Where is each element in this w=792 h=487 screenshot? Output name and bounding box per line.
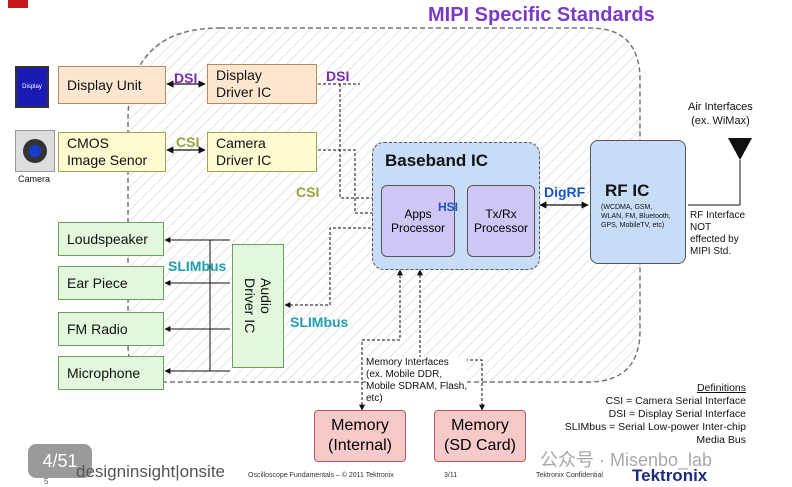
definition-line: SLIMbus = Serial Low-power Inter-chip	[564, 421, 746, 433]
mem-link-1	[359, 269, 403, 411]
slimbus-label-right: SLIMbus	[290, 314, 349, 330]
audio-driver-block: Audio Driver IC	[232, 244, 284, 368]
course-text: Oscilloscope Fundamentals – © 2011 Tektr…	[248, 472, 394, 479]
watermark-text: 公众号 · Misenbo_lab	[540, 450, 713, 470]
dsi-link-3	[339, 84, 379, 201]
memory-interfaces-note: Memory Interfaces (ex. Mobile DDR, Mobil…	[366, 357, 468, 405]
page-title: MIPI Specific Standards	[428, 4, 655, 26]
loudspeaker-block: Loudspeaker	[58, 222, 164, 256]
memory-sd-block: Memory (SD Card)	[434, 410, 526, 462]
camera-driver-block: Camera Driver IC	[207, 132, 317, 172]
air-interfaces-note: Air Interfaces (ex. WiMax)	[688, 101, 753, 127]
rf-ic-subtitle: (WCDMA, GSM, WLAN, FM, Bluetooth, GPS, M…	[601, 204, 671, 229]
definitions-panel: Definitions CSI = Camera Serial Interfac…	[540, 382, 746, 447]
antenna-icon	[728, 138, 752, 160]
csi-link-2	[318, 149, 379, 216]
display-driver-block: Display Driver IC	[207, 64, 317, 104]
camera-icon	[15, 130, 55, 172]
confidential-text: Tektronix Confidential	[536, 472, 603, 479]
rf-ic-title: RF IC	[605, 181, 650, 200]
slide-number: 3/11	[444, 472, 458, 479]
definition-line: Media Bus	[696, 434, 746, 446]
page-small: 5	[44, 477, 49, 486]
apps-processor-block: Apps Processor	[381, 185, 455, 257]
slimbus-link-2	[284, 225, 379, 308]
baseband-ic-block: Baseband IC Apps Processor Tx/Rx Process…	[372, 142, 540, 270]
rf-ic-block: RF IC (WCDMA, GSM, WLAN, FM, Bluetooth, …	[590, 140, 686, 264]
rf-interface-note: RF Interface NOT effected by MIPI Std.	[690, 210, 746, 257]
hsi-label: HSI	[438, 200, 459, 214]
csi-label-right: CSI	[296, 184, 320, 200]
cmos-block: CMOS Image Senor	[58, 132, 166, 172]
camera-label: Camera	[18, 174, 51, 184]
tektronix-logo: Tektronix	[632, 466, 708, 485]
page-counter: 4/51	[28, 444, 92, 478]
slimbus-label-left: SLIMbus	[168, 258, 227, 274]
definitions-heading: Definitions	[696, 382, 746, 394]
digrf-label: DigRF	[544, 184, 586, 200]
txrx-processor-block: Tx/Rx Processor	[467, 185, 535, 257]
fm-radio-block: FM Radio	[58, 312, 164, 346]
definition-line: CSI = Camera Serial Interface	[605, 395, 746, 407]
ear-piece-block: Ear Piece	[58, 266, 164, 300]
baseband-title: Baseband IC	[385, 151, 488, 170]
brand-text: designinsight|onsite	[76, 462, 226, 481]
display-icon: Display	[15, 66, 49, 108]
display-unit-block: Display Unit	[58, 66, 166, 104]
csi-label-left: CSI	[176, 134, 200, 150]
memory-internal-block: Memory (Internal)	[314, 410, 406, 462]
microphone-block: Microphone	[58, 356, 164, 390]
dsi-label-left: DSI	[174, 70, 198, 86]
dsi-label-right: DSI	[326, 68, 350, 84]
corner-mark	[8, 0, 28, 8]
definition-line: DSI = Display Serial Interface	[608, 408, 746, 420]
